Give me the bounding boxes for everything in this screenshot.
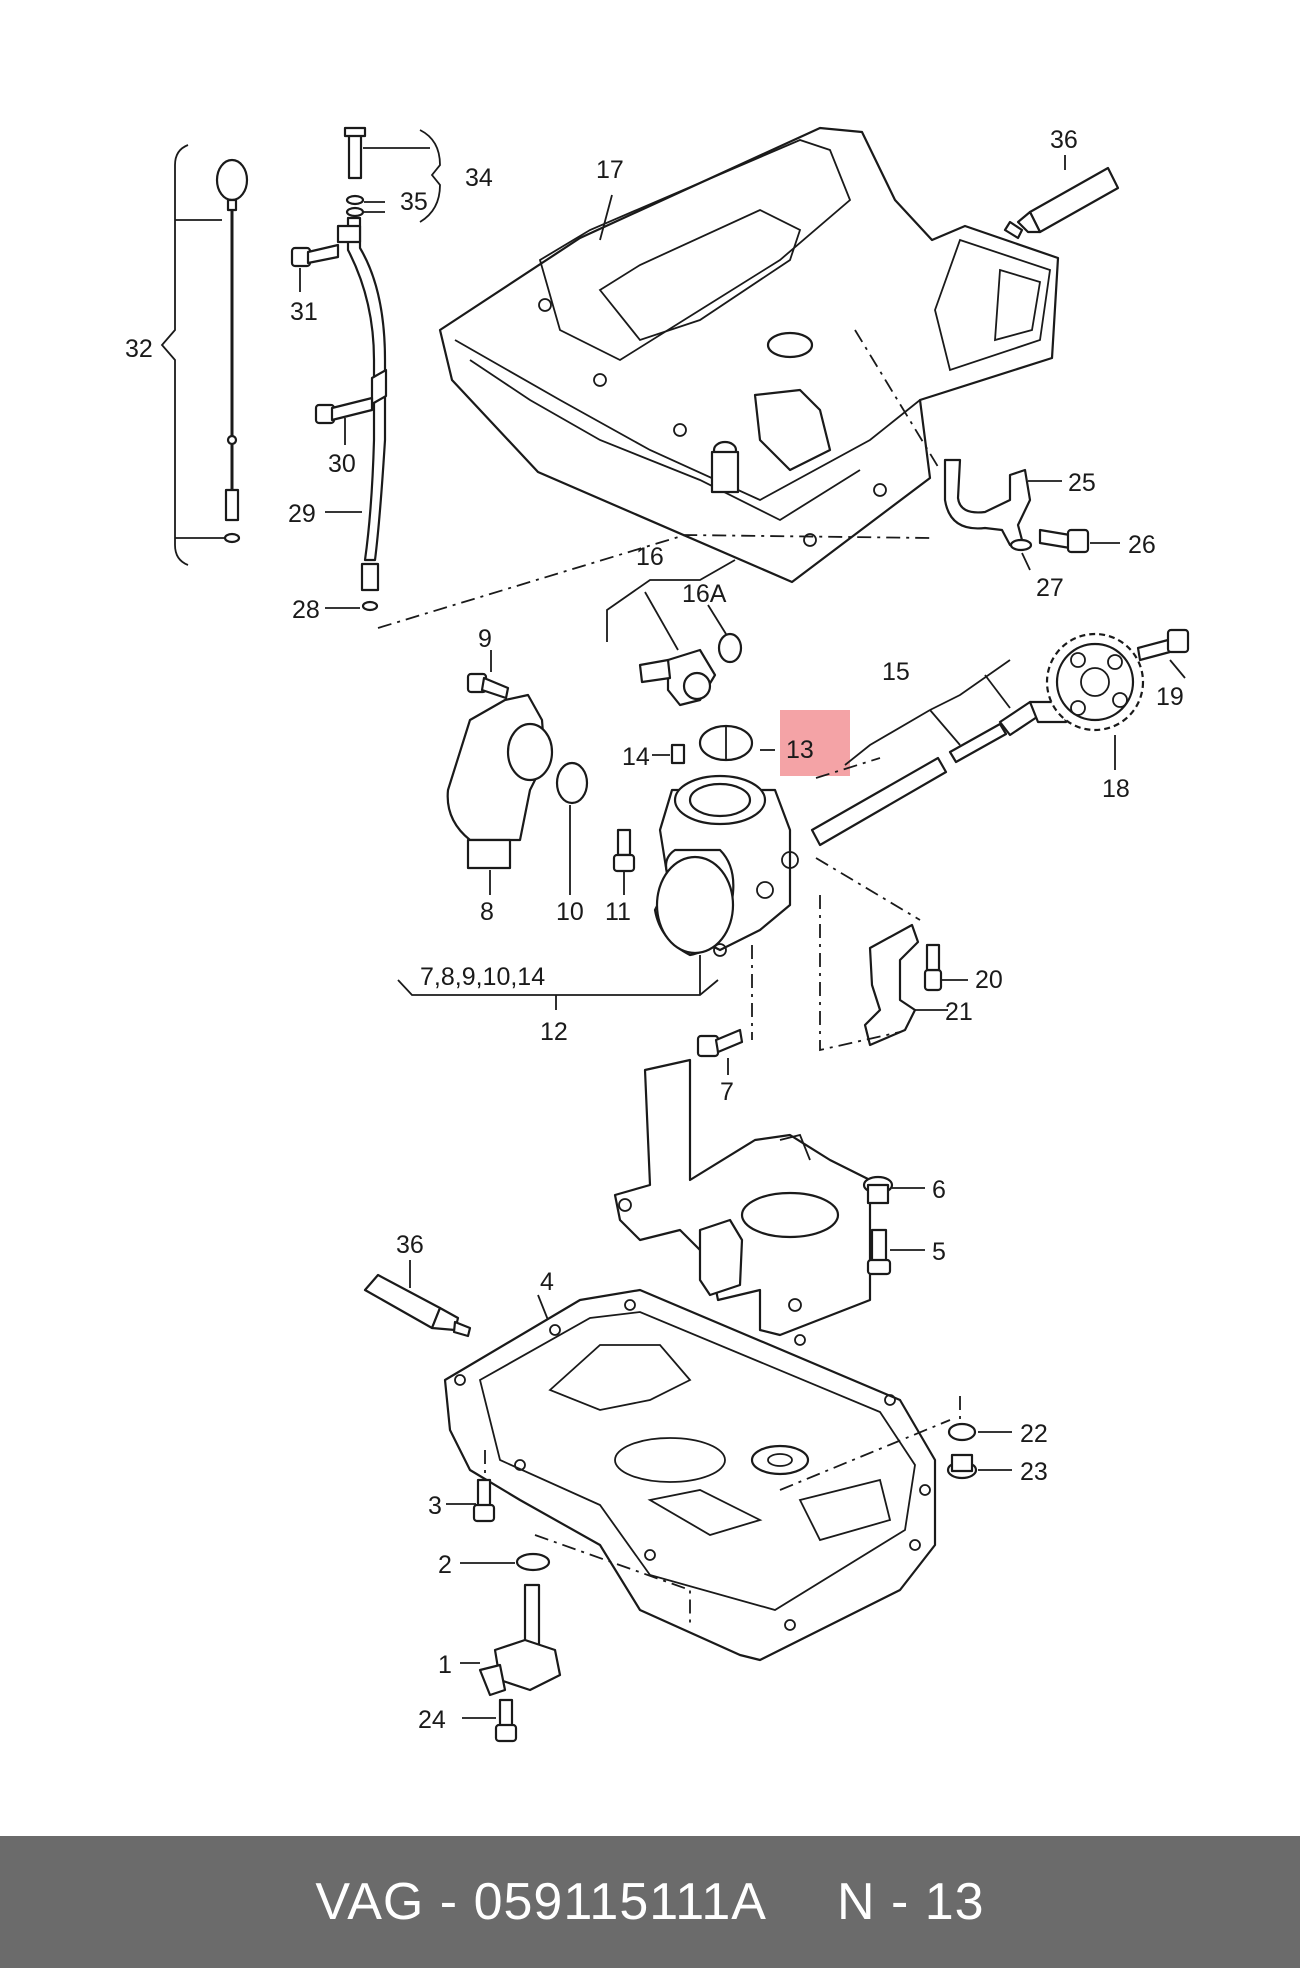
callout-9: 9	[478, 625, 492, 653]
dipstick	[215, 158, 249, 544]
sealant-tube-bottom	[363, 1273, 472, 1338]
bracket-32	[160, 144, 189, 566]
oil-level-sensor-1	[478, 1583, 562, 1697]
callout-21: 21	[945, 998, 973, 1026]
callout-2: 2	[438, 1551, 452, 1579]
callout-10: 10	[556, 898, 584, 926]
callout-12-group: 7,8,9,10,14	[420, 963, 545, 991]
callout-32: 32	[125, 335, 153, 363]
callout-14: 14	[622, 743, 650, 771]
bolt-20	[923, 943, 943, 992]
oil-pressure-switch	[638, 648, 717, 707]
oil-pump-body-12	[653, 774, 799, 957]
callout-16a: 16A	[682, 580, 727, 608]
callout-31: 31	[290, 298, 318, 326]
o-ring-2	[515, 1552, 551, 1572]
callout-29: 29	[288, 500, 316, 528]
callout-16: 16	[636, 543, 664, 571]
bolt-3	[472, 1478, 496, 1523]
callout-12: 12	[540, 1018, 568, 1046]
parts-diagram: 34 35 31 32 30 29 28 17 36 25 26 27 16 1…	[125, 126, 1190, 1743]
callout-20: 20	[975, 966, 1003, 994]
callout-3: 3	[428, 1492, 442, 1520]
drive-shaft-15	[810, 700, 1068, 847]
callout-13: 13	[786, 736, 814, 764]
callout-30: 30	[328, 450, 356, 478]
oil-baffle	[613, 1058, 872, 1337]
callout-35: 35	[400, 188, 428, 216]
bolt-24	[494, 1698, 518, 1743]
callout-36-bottom: 36	[396, 1231, 424, 1259]
sealant-tube-top	[1003, 166, 1120, 240]
callout-36-top: 36	[1050, 126, 1078, 154]
callout-6: 6	[932, 1176, 946, 1204]
callout-18: 18	[1102, 775, 1130, 803]
oil-pan-upper-section	[438, 126, 1060, 584]
part-number-label: VAG - 059115111A	[315, 1873, 767, 1931]
seal-27	[1009, 538, 1033, 552]
callout-1: 1	[438, 1651, 452, 1679]
callout-7: 7	[720, 1078, 734, 1106]
seal-22	[947, 1422, 977, 1442]
callout-24: 24	[418, 1706, 446, 1734]
bolt-5	[866, 1228, 892, 1276]
seal-16a	[717, 632, 743, 664]
callout-15: 15	[882, 658, 910, 686]
gasket-10	[555, 761, 589, 805]
bolt-31	[290, 243, 340, 268]
callout-4: 4	[540, 1268, 554, 1296]
callout-22: 22	[1020, 1420, 1048, 1448]
page-reference-label: N - 13	[836, 1873, 985, 1931]
part-number-footer: VAG - 059115111A N - 13	[0, 1836, 1300, 1968]
bolt-19	[1136, 628, 1190, 662]
callout-34: 34	[465, 164, 493, 192]
highlight-box-13	[780, 710, 850, 776]
callout-17: 17	[596, 156, 624, 184]
guide-tube	[336, 216, 388, 612]
bolt-34	[343, 126, 367, 218]
coolant-flange-8	[446, 693, 554, 870]
sprocket-18	[1045, 632, 1145, 732]
oil-return-pipe	[943, 458, 1032, 547]
drain-plug-23	[946, 1453, 978, 1480]
exploded-view-drawing: 34 35 31 32 30 29 28 17 36 25 26 27 16 1…	[125, 126, 1190, 1743]
callout-26: 26	[1128, 531, 1156, 559]
callout-19: 19	[1156, 683, 1184, 711]
callout-27: 27	[1036, 574, 1064, 602]
bushing-6	[862, 1175, 894, 1205]
bolt-7	[696, 1028, 744, 1058]
callout-8: 8	[480, 898, 494, 926]
callout-11: 11	[605, 898, 631, 926]
bolt-30	[314, 396, 374, 425]
bracket-21	[863, 923, 920, 1047]
bolt-11	[612, 828, 636, 873]
callout-5: 5	[932, 1238, 946, 1266]
callout-28: 28	[292, 596, 320, 624]
oil-pan-lower	[443, 1288, 937, 1662]
bolt-26	[1038, 528, 1090, 554]
callout-25: 25	[1068, 469, 1096, 497]
bolt-9	[466, 672, 510, 700]
callout-23: 23	[1020, 1458, 1048, 1486]
plug-14	[670, 743, 686, 765]
